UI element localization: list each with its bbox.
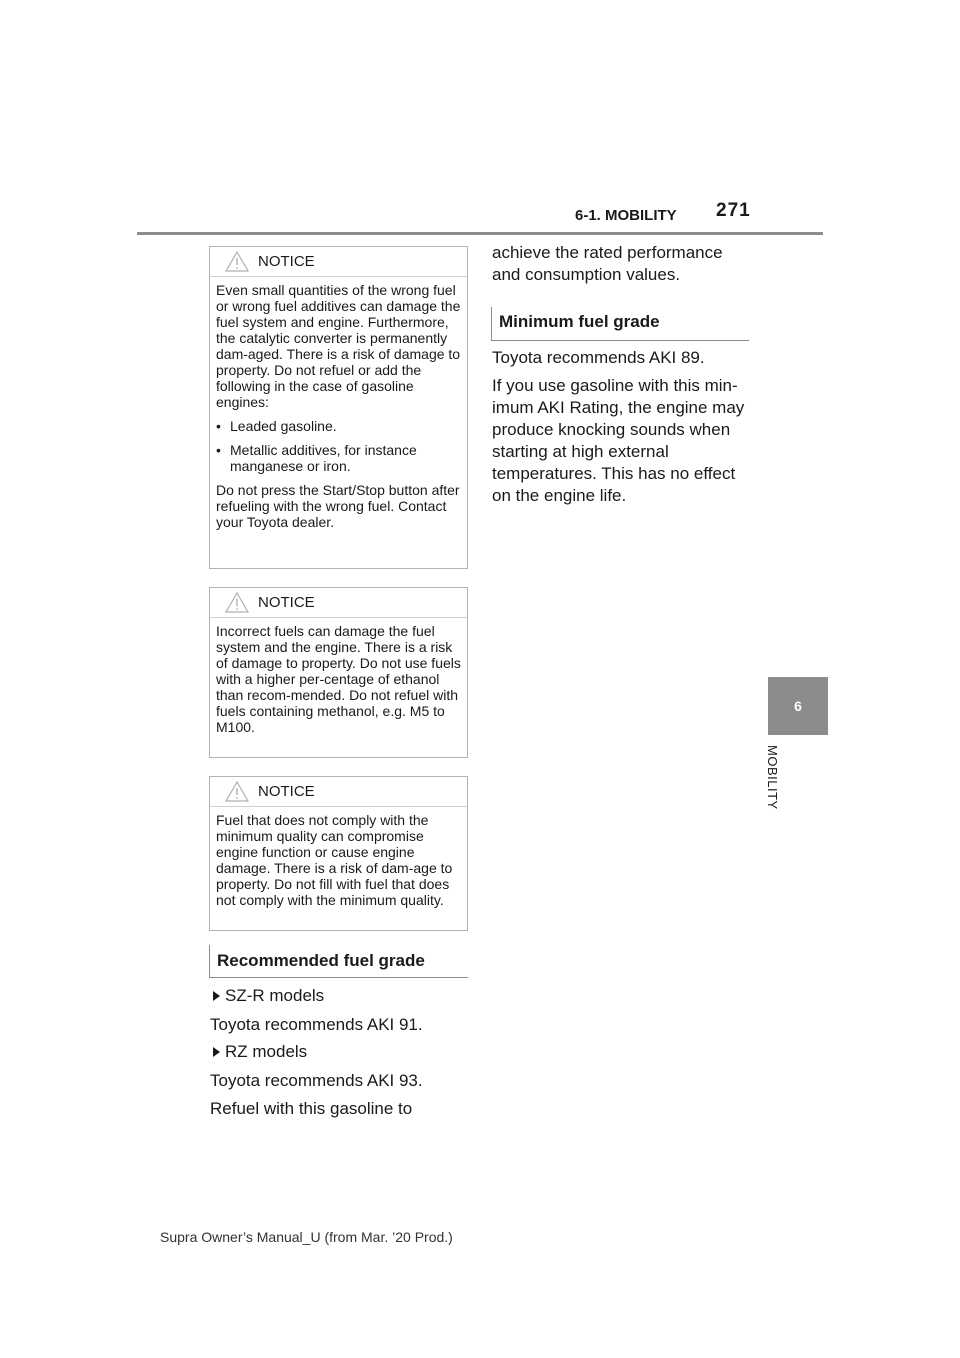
- minimum-fuel-heading: Minimum fuel grade: [491, 307, 749, 341]
- recommendation-text: Toyota recommends AKI 93.: [210, 1071, 423, 1090]
- chapter-tab-label: MOBILITY: [765, 745, 780, 810]
- model-label: RZ models: [225, 1042, 308, 1061]
- page-number: 271: [716, 200, 751, 221]
- bullet-text: Metallic additives, for instance mangane…: [230, 442, 417, 474]
- notice-body: Fuel that does not comply with the minim…: [210, 807, 467, 916]
- notice-title: NOTICE: [258, 783, 315, 800]
- minimum-recommendation-text: Toyota recommends AKI 89.: [492, 348, 705, 367]
- arrow-right-icon: [213, 1047, 220, 1057]
- header-rule: [137, 232, 823, 235]
- model-item-rz: RZ models: [213, 1042, 307, 1062]
- notice-header: NOTICE: [210, 247, 467, 277]
- recommendation-text: Toyota recommends AKI 91.: [210, 1015, 423, 1034]
- notice-box-2: NOTICE Incorrect fuels can damage the fu…: [209, 587, 468, 758]
- bullet-icon: •: [216, 418, 221, 434]
- notice-title: NOTICE: [258, 253, 315, 270]
- warning-triangle-icon: [225, 781, 249, 802]
- notice-paragraph: Incorrect fuels can damage the fuel syst…: [216, 623, 461, 735]
- notice-paragraph: Fuel that does not comply with the minim…: [216, 812, 453, 908]
- recommended-fuel-heading: Recommended fuel grade: [209, 945, 468, 978]
- notice-paragraph: Even small quantities of the wrong fuel …: [216, 282, 461, 410]
- warning-triangle-icon: [225, 251, 249, 272]
- chapter-tab: 6: [768, 677, 828, 735]
- notice-paragraph: Do not press the Start/Stop button after…: [216, 482, 460, 530]
- refuel-text: Refuel with this gasoline to: [210, 1099, 413, 1118]
- model-item-szr: SZ-R models: [213, 986, 324, 1006]
- notice-box-1: NOTICE Even small quantities of the wron…: [209, 246, 468, 569]
- arrow-right-icon: [213, 991, 220, 1001]
- page-footer: Supra Owner’s Manual_U (from Mar. ’20 Pr…: [160, 1229, 453, 1245]
- bullet-text: Leaded gasoline.: [230, 418, 337, 434]
- header-section-title: 6-1. MOBILITY: [575, 207, 677, 224]
- notice-box-3: NOTICE Fuel that does not comply with th…: [209, 776, 468, 931]
- bullet-icon: •: [216, 442, 221, 458]
- notice-body: Incorrect fuels can damage the fuel syst…: [210, 618, 467, 743]
- bullet-item: • Metallic additives, for instance mangan…: [216, 442, 461, 474]
- model-label: SZ-R models: [225, 986, 325, 1005]
- warning-triangle-icon: [225, 592, 249, 613]
- notice-header: NOTICE: [210, 777, 467, 807]
- notice-body: Even small quantities of the wrong fuel …: [210, 277, 467, 538]
- chapter-tab-number: 6: [794, 698, 802, 714]
- notice-header: NOTICE: [210, 588, 467, 618]
- notice-title: NOTICE: [258, 594, 315, 611]
- minimum-info-text: If you use gasoline with this min-imum A…: [492, 376, 745, 505]
- bullet-item: • Leaded gasoline.: [216, 418, 461, 434]
- chapter-tab-label-wrap: MOBILITY: [750, 745, 810, 830]
- continuation-text: achieve the rated performance and consum…: [492, 243, 723, 284]
